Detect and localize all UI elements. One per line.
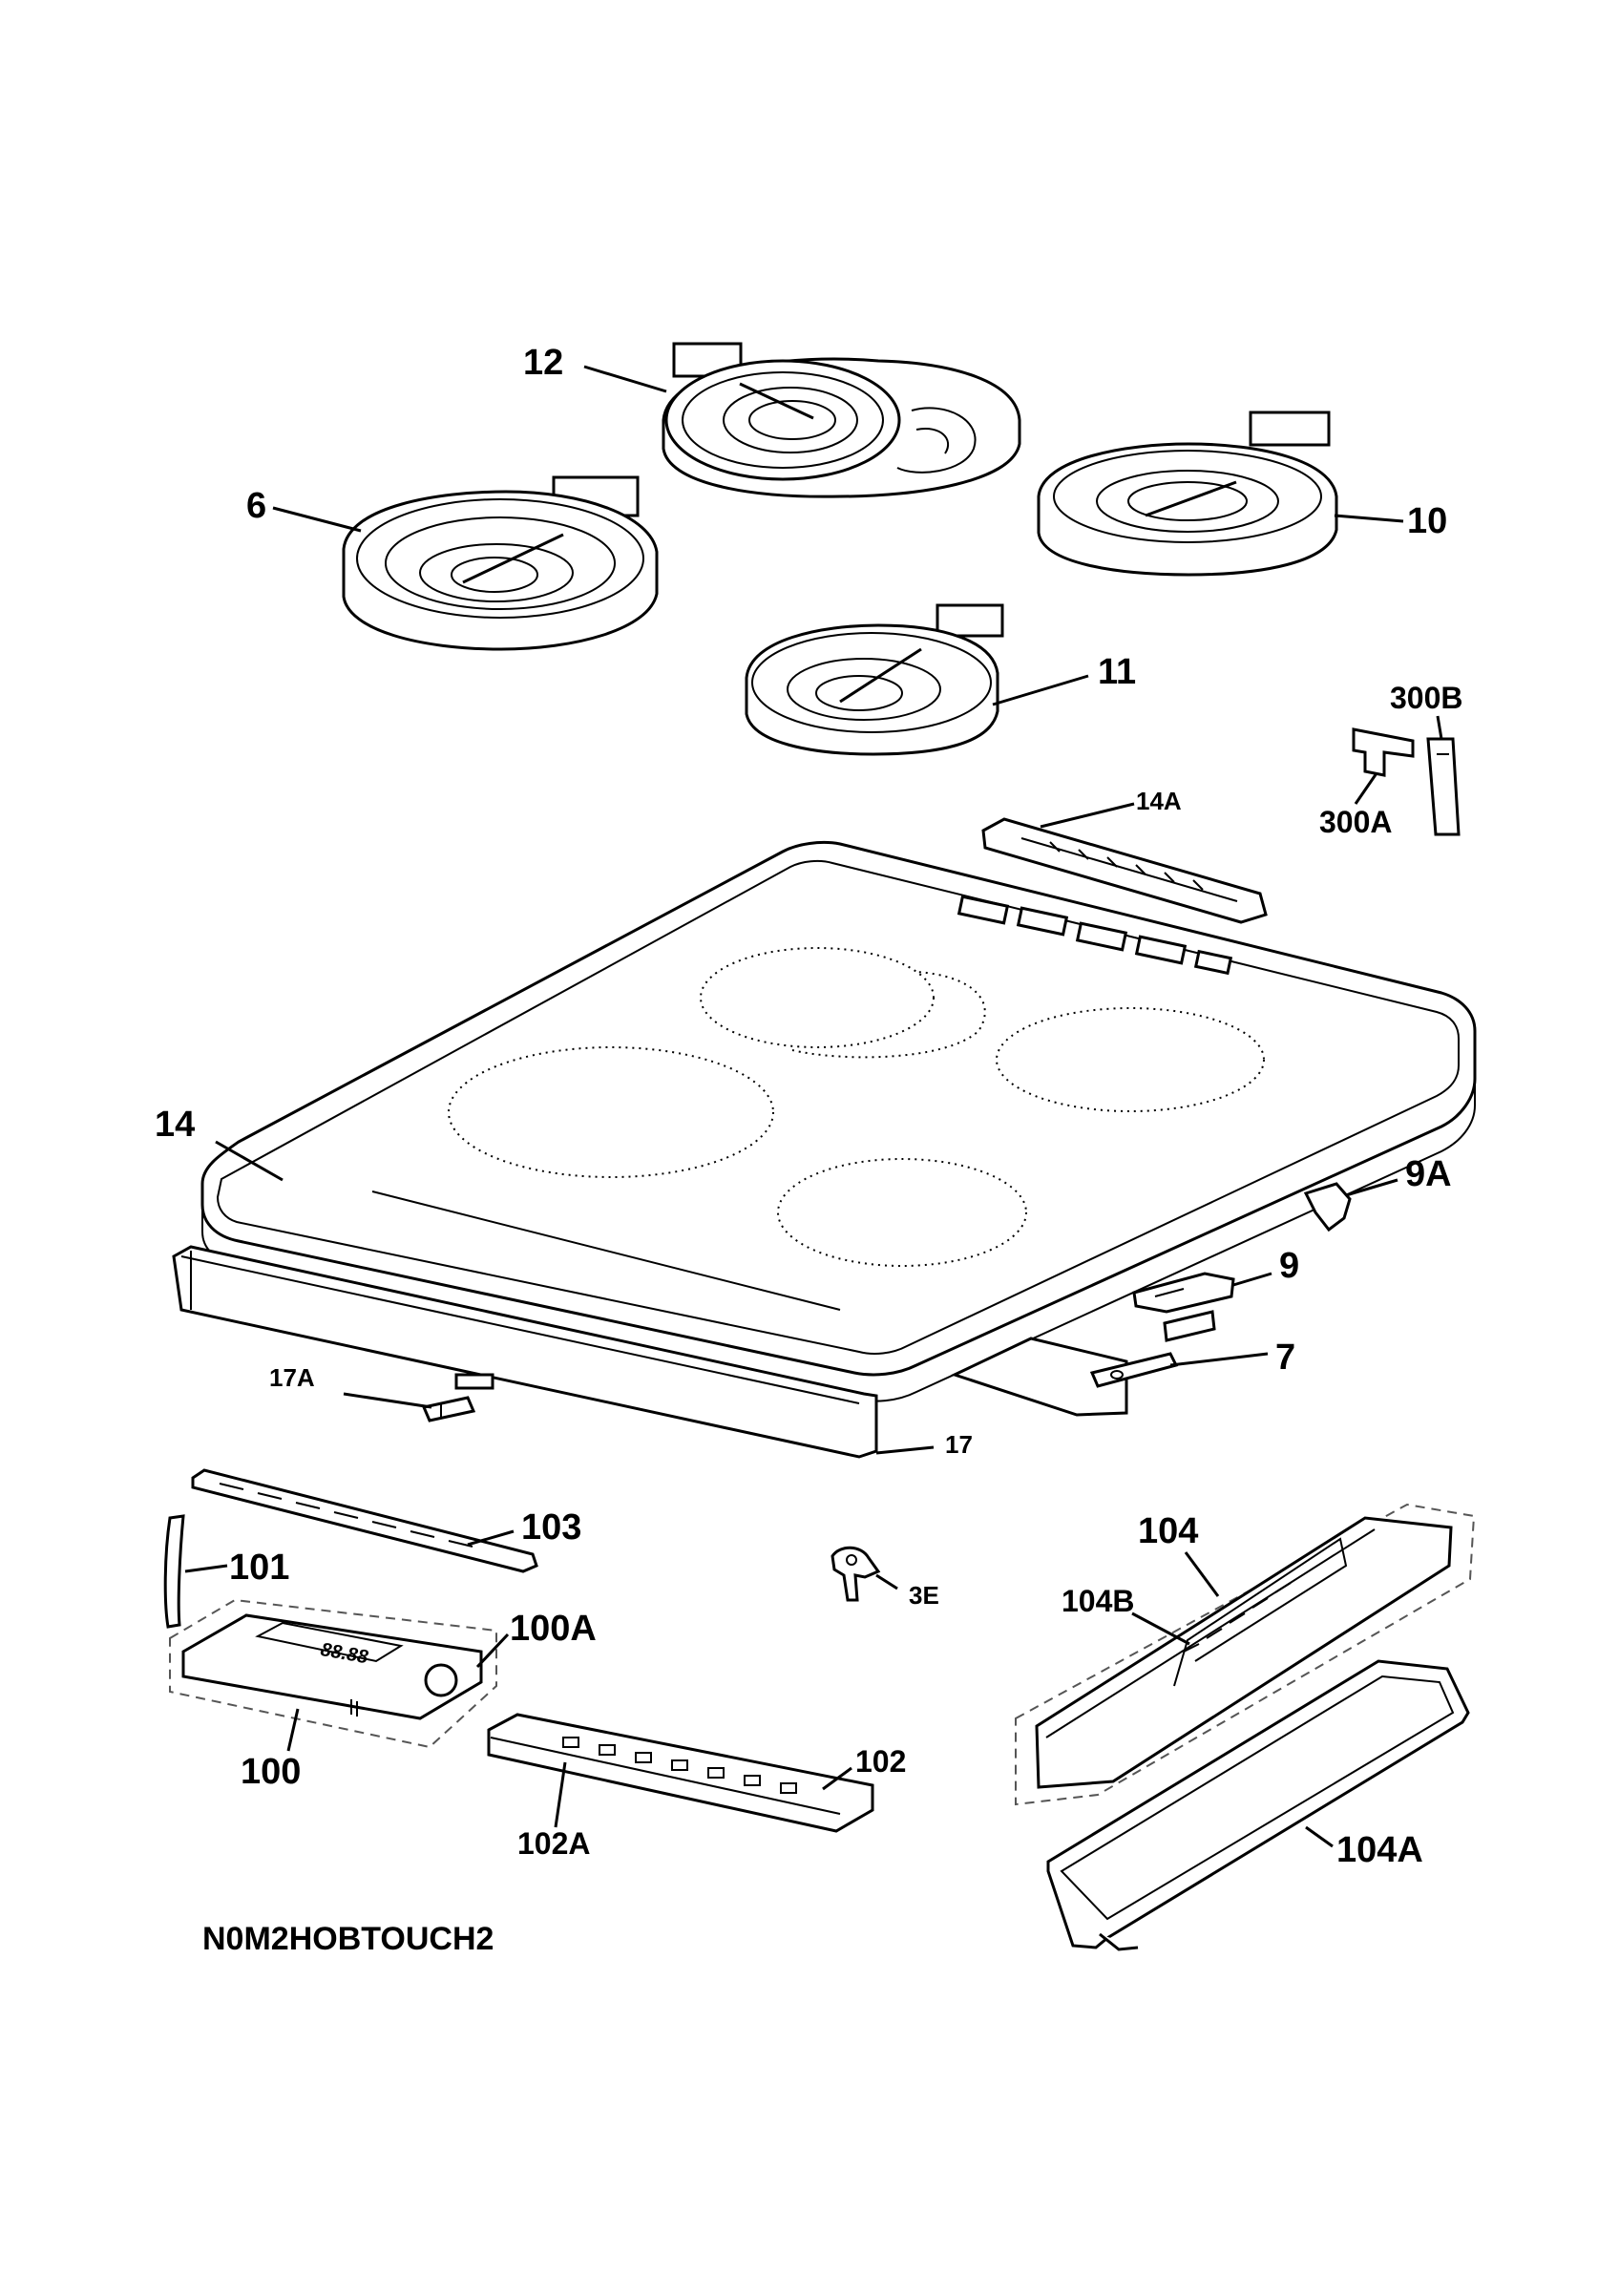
touch-strip-103 xyxy=(191,1468,538,1573)
callout-300B: 300B xyxy=(1390,681,1463,715)
callout-7: 7 xyxy=(1275,1338,1295,1378)
callout-12: 12 xyxy=(523,343,563,383)
ribbon-cable-101 xyxy=(163,1514,185,1629)
leader-101 xyxy=(184,1564,228,1573)
callout-102A: 102A xyxy=(517,1826,591,1861)
leader-14A xyxy=(1040,802,1135,829)
bracket-300B xyxy=(1426,737,1461,836)
leader-17A xyxy=(343,1392,432,1409)
leader-300A xyxy=(1354,772,1378,805)
front-trim-17 xyxy=(172,1245,878,1459)
leader-102A xyxy=(554,1761,567,1828)
control-housing-104 xyxy=(1035,1516,1453,1789)
leader-9 xyxy=(1232,1272,1272,1287)
leader-9A xyxy=(1345,1178,1398,1197)
callout-102: 102 xyxy=(855,1744,906,1779)
callout-300A: 300A xyxy=(1319,805,1393,839)
bracket-9 xyxy=(1132,1272,1235,1342)
leader-6 xyxy=(272,506,362,533)
leader-300B xyxy=(1436,715,1443,740)
display-board-100 xyxy=(181,1613,483,1720)
leader-11 xyxy=(992,674,1089,706)
leader-100A xyxy=(475,1632,510,1669)
clip-3E xyxy=(831,1546,881,1602)
leader-104B xyxy=(1131,1611,1190,1646)
callout-100: 100 xyxy=(241,1752,301,1792)
burner-11 xyxy=(745,603,1004,756)
assembly-boundary-100 xyxy=(169,1598,497,1749)
leader-104A xyxy=(1305,1825,1334,1848)
clip-9A xyxy=(1303,1182,1352,1232)
burner-10 xyxy=(1037,411,1338,577)
leader-103 xyxy=(467,1529,515,1547)
callout-14: 14 xyxy=(155,1105,195,1145)
leader-104 xyxy=(1184,1551,1220,1597)
leader-10 xyxy=(1334,514,1404,523)
control-rail-14A xyxy=(981,817,1268,924)
bracket-300A xyxy=(1352,727,1415,777)
callout-6: 6 xyxy=(246,486,266,526)
assembly-boundary-104 xyxy=(1015,1503,1476,1806)
callout-10: 10 xyxy=(1407,501,1447,541)
keypad-board-102 xyxy=(487,1713,874,1833)
callout-103: 103 xyxy=(521,1507,581,1548)
callout-104B: 104B xyxy=(1062,1584,1135,1618)
callout-14A: 14A xyxy=(1136,787,1182,815)
bezel-104A xyxy=(1046,1659,1470,1951)
cooktop-glass-14 xyxy=(200,840,1477,1402)
callout-104A: 104A xyxy=(1336,1830,1423,1870)
diagram-reference-code: N0M2HOBTOUCH2 xyxy=(202,1921,494,1957)
callout-100A: 100A xyxy=(510,1609,597,1649)
burner-12 xyxy=(662,342,1021,498)
burner-6 xyxy=(342,475,659,651)
leader-100 xyxy=(286,1708,300,1752)
leader-7 xyxy=(1169,1352,1269,1367)
callout-11: 11 xyxy=(1098,652,1136,692)
callout-3E: 3E xyxy=(909,1581,939,1610)
leader-12 xyxy=(583,365,667,393)
leader-17 xyxy=(875,1445,935,1455)
callout-101: 101 xyxy=(229,1548,289,1588)
callout-17A: 17A xyxy=(269,1363,315,1392)
leader-102 xyxy=(822,1766,852,1791)
rear-strip xyxy=(950,1337,1128,1417)
leader-3E xyxy=(875,1573,898,1590)
callout-9A: 9A xyxy=(1405,1154,1452,1194)
callout-17: 17 xyxy=(945,1430,973,1459)
callout-9: 9 xyxy=(1279,1246,1299,1286)
leader-14 xyxy=(215,1140,284,1182)
clip-17A xyxy=(421,1396,476,1422)
callout-104: 104 xyxy=(1138,1511,1198,1551)
